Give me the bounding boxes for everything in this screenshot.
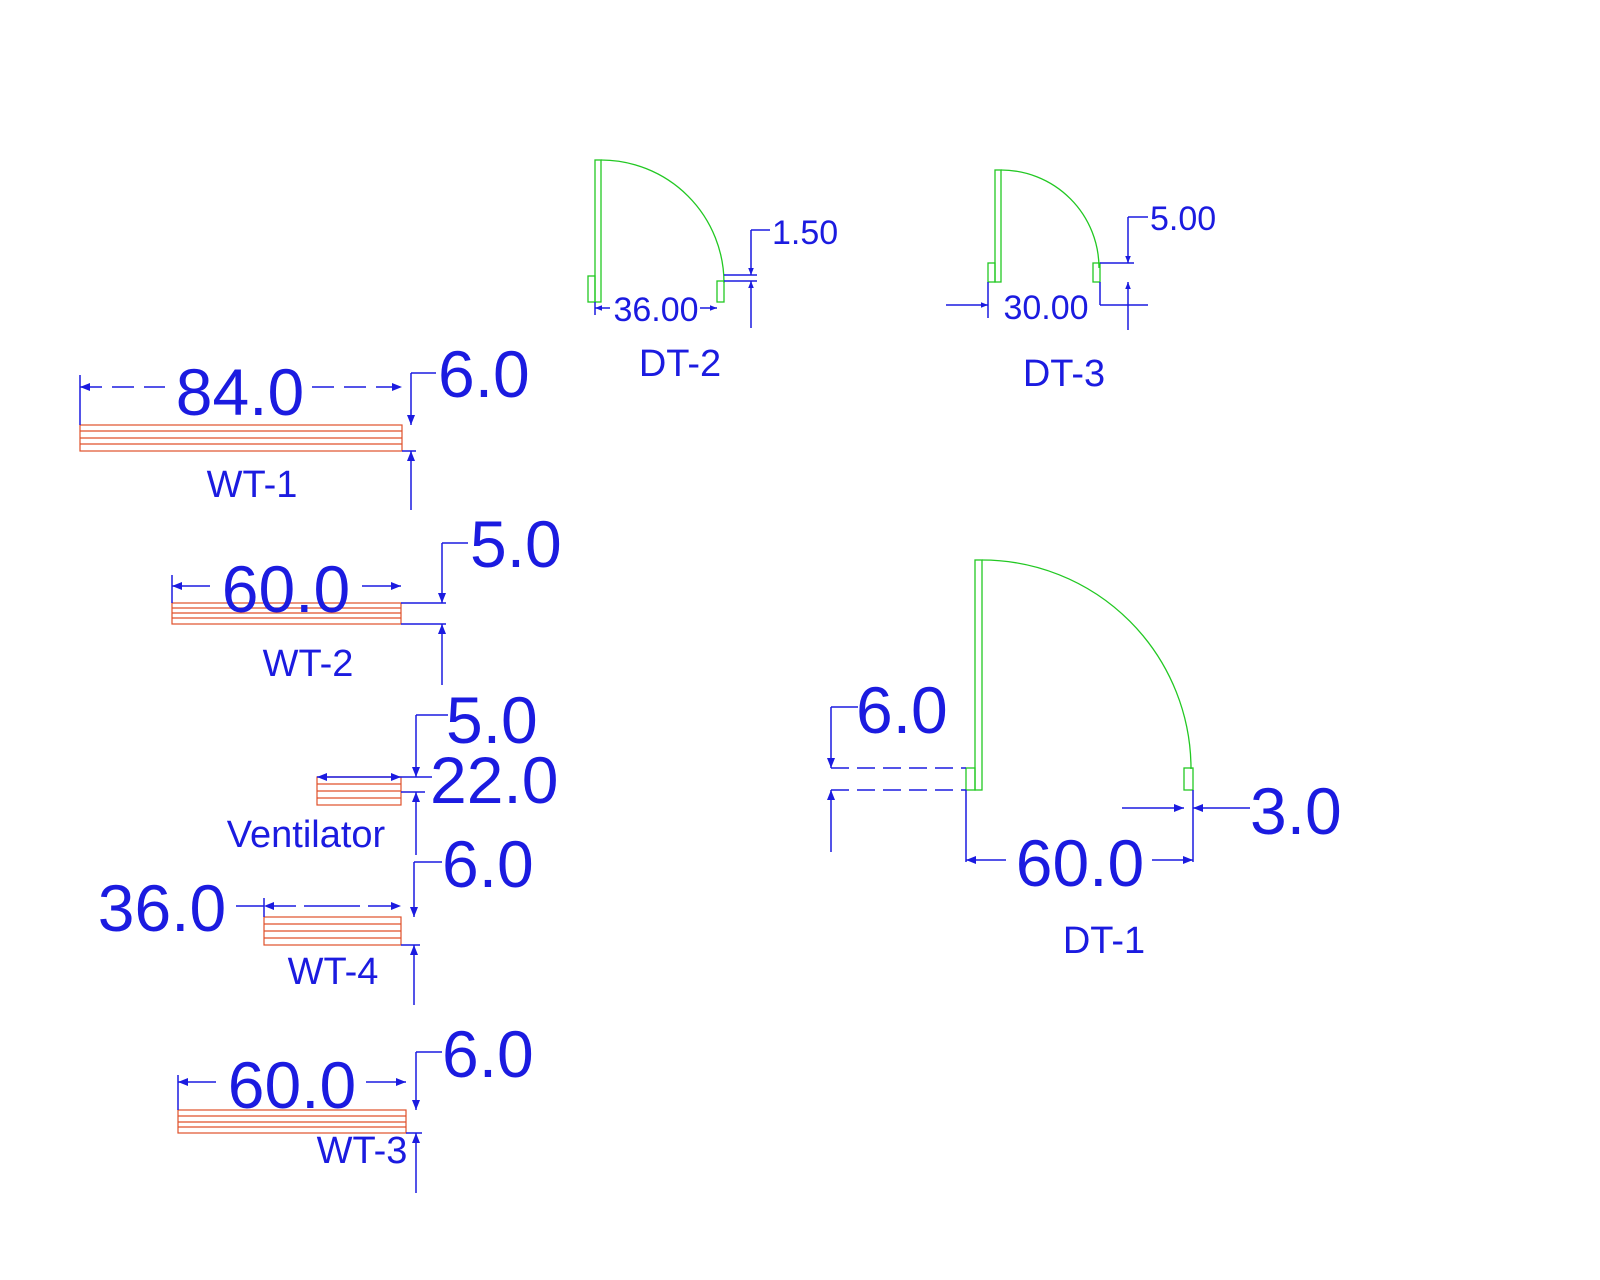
dt3-width-dimension [946,282,989,318]
wt1-label: WT-1 [207,464,298,506]
wt1-thickness-value: 6.0 [438,337,530,411]
window-wt1-symbol [79,424,403,452]
ventilator-label: Ventilator [227,814,386,856]
window-wt4: 36.0 6.0 WT-4 [98,827,534,1005]
dt3-frame-dimension [1099,216,1148,330]
window-wt1: 84.0 6.0 WT-1 [79,337,530,510]
dt2-label: DT-2 [639,343,721,385]
dt1-width-dimension [965,790,1194,864]
wt2-label: WT-2 [263,643,354,685]
dt1-wall-dimension [827,706,966,852]
window-wt2: 60.0 5.0 WT-2 [171,507,562,685]
door-dt2: 36.00 1.50 DT-2 [587,159,838,385]
dt2-width-dimension [594,302,717,315]
wt4-thickness-value: 6.0 [442,827,534,901]
door-dt2-symbol [587,159,725,303]
ventilator-thickness-value: 5.0 [446,683,538,757]
ventilator-thickness-dimension [401,714,448,855]
wt3-thickness-value: 6.0 [442,1017,534,1091]
dt2-frame-value: 1.50 [772,214,838,252]
wt2-width-value: 60.0 [222,552,350,626]
wt2-width-dimension [171,575,401,603]
wt1-thickness-dimension [402,372,436,510]
wt1-width-dimension [79,375,402,425]
wt4-label: WT-4 [288,951,379,993]
door-dt1: 6.0 60.0 3.0 DT-1 [827,559,1342,962]
wt4-width-dimension [236,898,401,917]
wt2-thickness-dimension [401,542,468,685]
dt2-width-value: 36.00 [613,291,698,329]
door-dt1-symbol [965,559,1194,791]
ventilator: 22.0 5.0 Ventilator [227,683,559,856]
dt1-frame-value: 3.0 [1250,774,1342,848]
ventilator-symbol [316,776,402,806]
window-wt3-symbol [177,1109,407,1134]
wt3-label: WT-3 [317,1130,408,1172]
dt1-label: DT-1 [1063,920,1145,962]
door-dt3: 30.00 5.00 DT-3 [946,169,1216,395]
door-dt3-symbol [987,169,1101,283]
dt2-frame-dimension [724,229,770,328]
wt3-thickness-dimension [406,1051,442,1193]
window-wt3: 60.0 6.0 WT-3 [177,1017,534,1193]
wt2-thickness-value: 5.0 [470,507,562,581]
window-wt2-symbol [171,602,402,625]
dt1-width-value: 60.0 [1016,826,1144,900]
dt3-width-value: 30.00 [1003,289,1088,327]
wt1-width-value: 84.0 [176,355,304,429]
wt4-thickness-dimension [401,861,442,1005]
dt3-frame-value: 5.00 [1150,200,1216,238]
wt3-width-value: 60.0 [228,1048,356,1122]
dt1-wall-value: 6.0 [856,673,948,747]
ventilator-width-value: 22.0 [430,743,558,817]
window-wt4-symbol [263,916,402,946]
wt4-width-value: 36.0 [98,871,226,945]
dt3-label: DT-3 [1023,353,1105,395]
wt3-width-dimension [177,1075,406,1110]
